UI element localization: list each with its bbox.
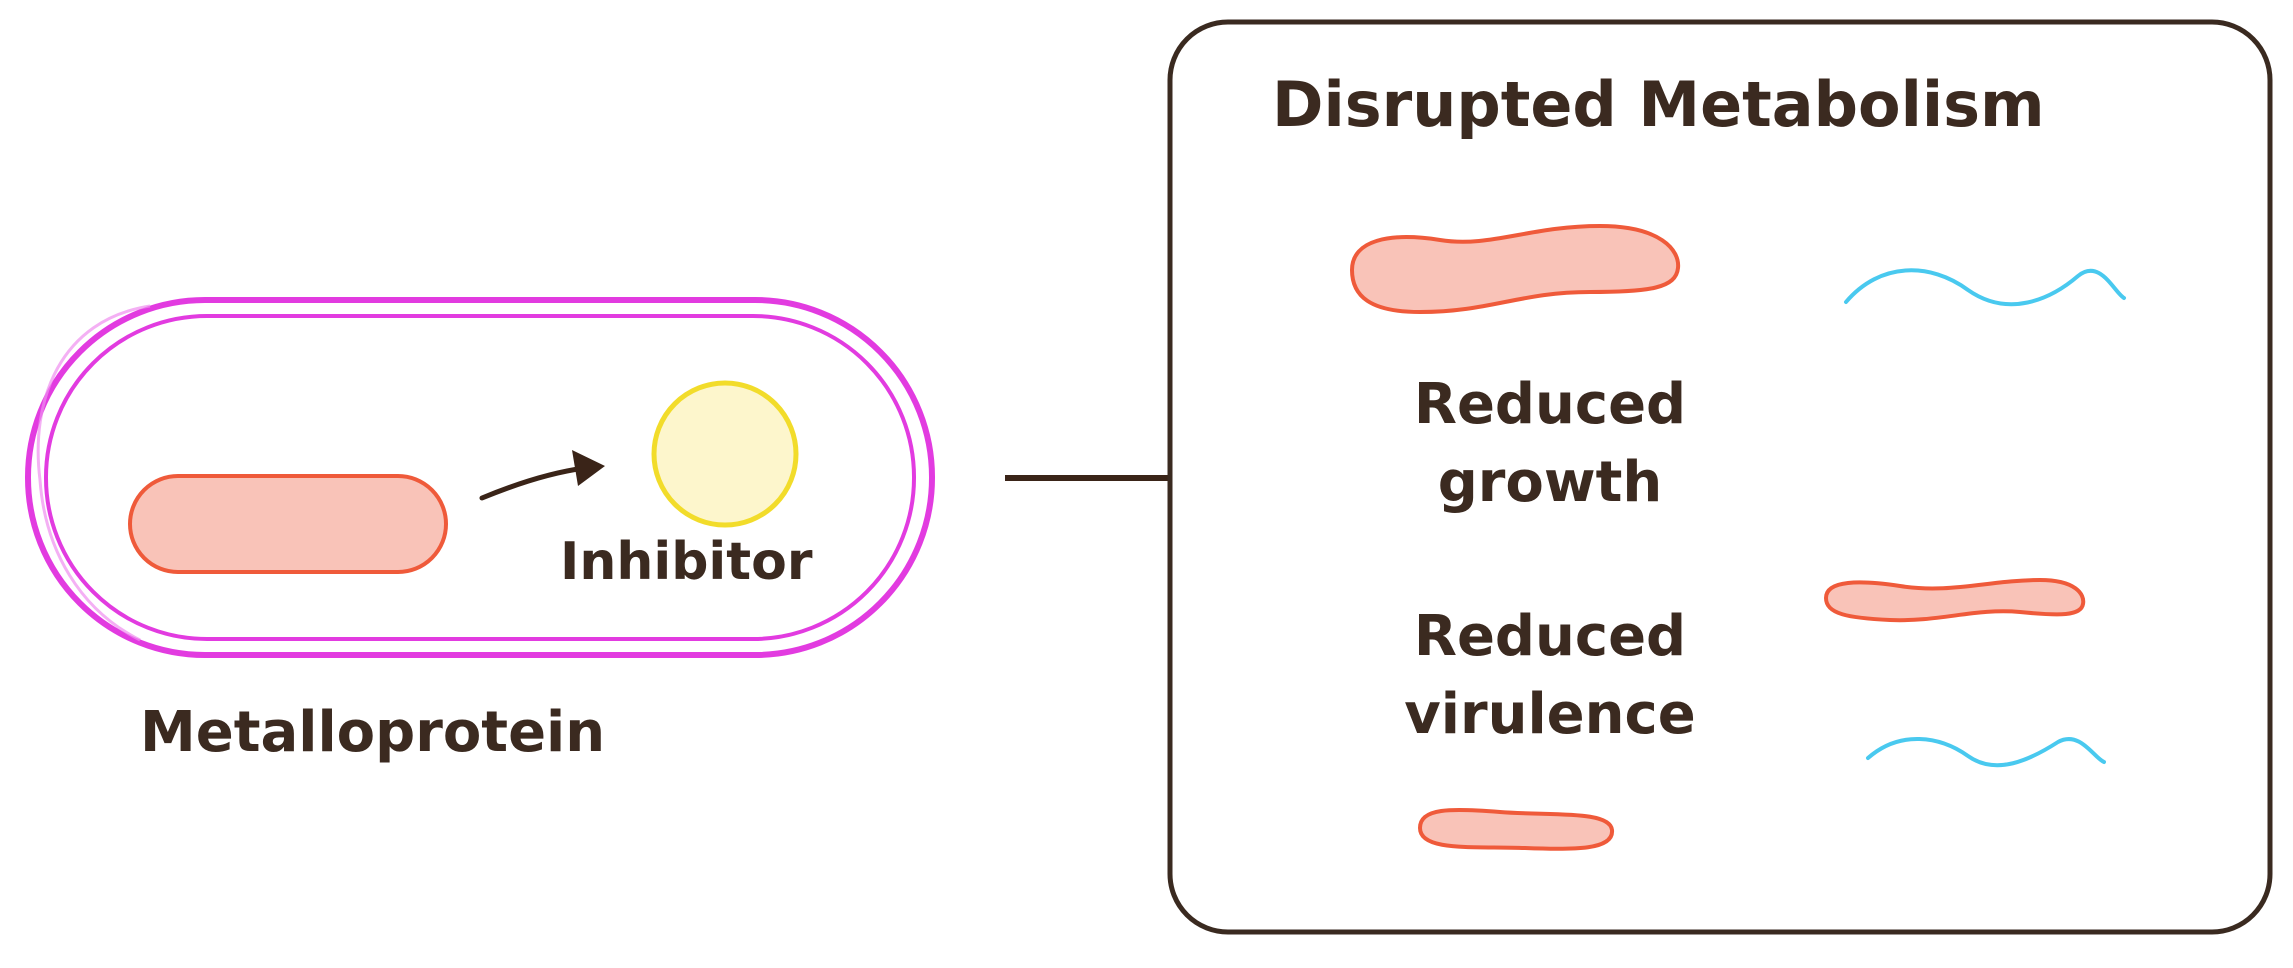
inhibitor-label: Inhibitor — [560, 532, 813, 592]
effect-growth-line2: growth — [1437, 450, 1663, 515]
effect-reduced-virulence: Reduced virulence — [1330, 598, 1770, 754]
inhibitor-shape — [651, 380, 799, 528]
effect-growth-line1: Reduced — [1413, 372, 1687, 437]
bacterium-shape-small — [1417, 807, 1614, 851]
binding-arrow — [479, 450, 605, 501]
effect-virulence-line2: virulence — [1404, 682, 1696, 747]
bacterium-shape-wavy — [1823, 577, 2086, 623]
squiggle-lower — [1866, 737, 2106, 768]
metalloprotein-shape — [128, 474, 448, 574]
metalloprotein-label: Metalloprotein — [140, 700, 606, 765]
effect-virulence-line1: Reduced — [1413, 604, 1687, 669]
cell-outer-membrane — [25, 297, 935, 658]
bacterial-cell — [25, 297, 935, 658]
cell-inner-membrane — [44, 314, 916, 641]
effect-reduced-growth: Reduced growth — [1330, 366, 1770, 522]
panel-title: Disrupted Metabolism — [1272, 68, 2045, 141]
squiggle-upper — [1844, 268, 2126, 307]
bacterium-shape-large — [1349, 223, 1681, 315]
cell-membrane-sketch — [36, 304, 151, 642]
